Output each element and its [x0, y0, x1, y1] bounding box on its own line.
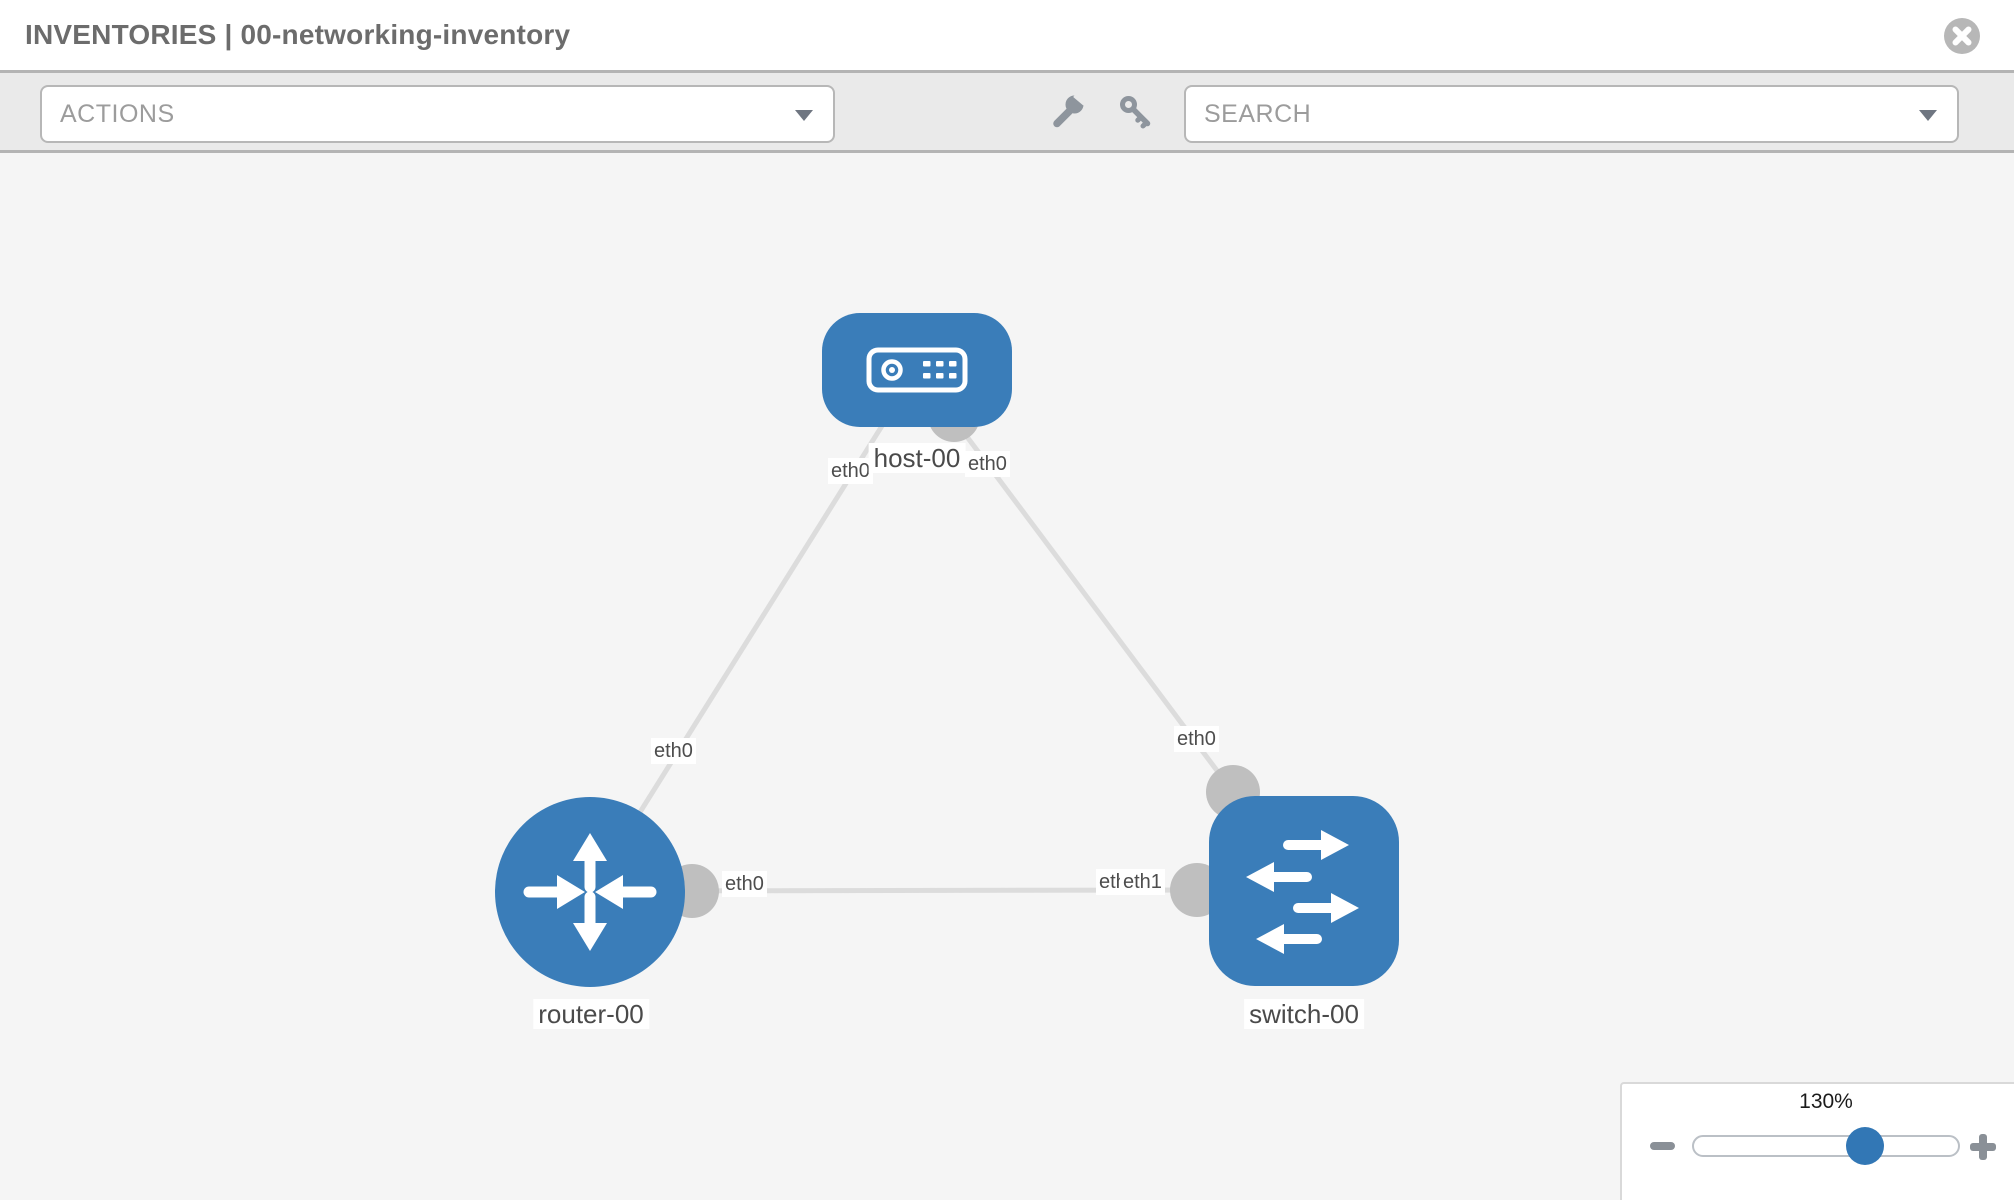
node-host-00[interactable]	[822, 313, 1012, 427]
link-host-router[interactable]	[587, 368, 920, 894]
switch-icon	[1246, 830, 1359, 954]
page-title: INVENTORIES | 00-networking-inventory	[25, 19, 571, 50]
port-label-eth0: eth0	[722, 871, 767, 897]
zoom-slider-knob[interactable]	[1846, 1127, 1884, 1165]
configure-button[interactable]	[1050, 89, 1090, 129]
router-icon	[523, 833, 657, 951]
zoom-out-button[interactable]	[1650, 1142, 1675, 1150]
node-router-00[interactable]	[495, 797, 685, 987]
credentials-button[interactable]	[1119, 95, 1153, 129]
port-label-eth0: eth0	[828, 458, 873, 484]
zoom-panel: 130%	[1620, 1082, 2014, 1200]
node-label-router-00: router-00	[533, 999, 649, 1029]
node-label-host-00: host-00	[868, 443, 966, 473]
search-dropdown[interactable]: SEARCH	[1184, 85, 1959, 143]
zoom-slider[interactable]	[1692, 1127, 1960, 1165]
topology-links-layer	[587, 368, 1260, 918]
port-label-eth0: eth0	[651, 738, 696, 764]
close-button[interactable]	[1944, 18, 1980, 54]
port-label-eth1: eth1	[1120, 869, 1165, 895]
wrench-icon	[1053, 89, 1090, 128]
header: INVENTORIES | 00-networking-inventory	[0, 0, 2014, 70]
link-host-switch[interactable]	[914, 368, 1236, 794]
host-icon	[866, 347, 968, 393]
chevron-down-icon	[795, 110, 813, 121]
topology-canvas[interactable]: eth0 eth0 eth0 eth0 eth0 eth0 eth1 host-…	[0, 153, 2014, 1200]
toolbar: ACTIONS SEARCH	[0, 70, 2014, 153]
node-switch-00[interactable]	[1209, 796, 1399, 986]
search-placeholder: SEARCH	[1204, 100, 1312, 128]
actions-placeholder: ACTIONS	[60, 100, 175, 128]
zoom-in-button[interactable]	[1970, 1134, 1996, 1160]
zoom-level: 130%	[1799, 1090, 1853, 1113]
actions-dropdown[interactable]: ACTIONS	[40, 85, 835, 143]
close-icon	[1944, 18, 1980, 54]
port-label-eth0: eth0	[965, 451, 1010, 477]
plus-icon	[1979, 1134, 1987, 1160]
port-label-eth0: eth0	[1174, 726, 1219, 752]
node-label-switch-00: switch-00	[1244, 999, 1364, 1029]
chevron-down-icon	[1919, 110, 1937, 121]
key-icon	[1120, 96, 1151, 129]
